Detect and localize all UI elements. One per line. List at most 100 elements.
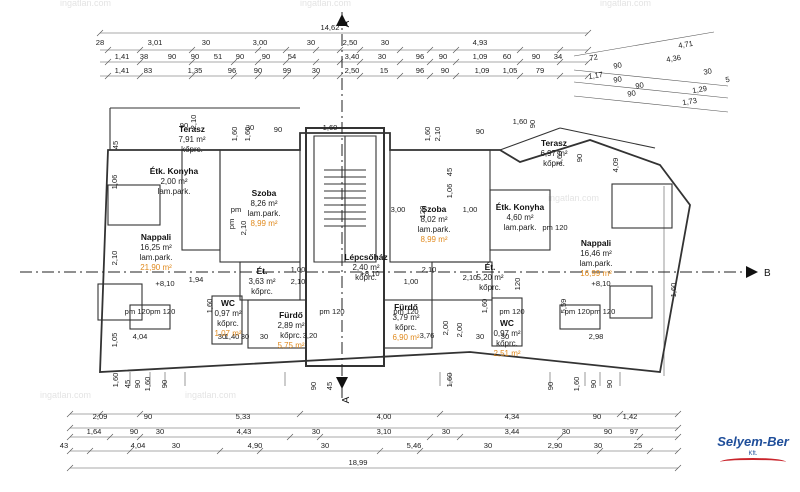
dimension-tick	[86, 447, 94, 455]
dimension-tick	[396, 58, 404, 66]
dimension-tick	[674, 447, 682, 455]
dim-interior: 2,10	[433, 127, 442, 142]
dim-top-row2: 90	[191, 52, 199, 61]
dim-bottom-row2: 30	[562, 427, 570, 436]
dim-top-row3: 79	[536, 66, 544, 75]
room-furdo-left	[247, 299, 307, 349]
dim-top-row2: 90	[236, 52, 244, 61]
room-name: WC	[221, 298, 235, 308]
dim-bottom-row3: 30	[594, 441, 602, 450]
dimension-tick	[426, 433, 434, 441]
dim-interior: 30	[476, 332, 484, 341]
logo-swoosh	[720, 458, 786, 466]
dim-top-row3: 99	[283, 66, 291, 75]
dim-interior: 1,60	[669, 283, 678, 298]
dim-interior: 90	[160, 380, 169, 388]
dim-interior: 90	[476, 127, 484, 136]
dim-top-row2: 54	[288, 52, 296, 61]
dimension-tick	[636, 433, 644, 441]
company-logo: Selyem-Ber Kft.	[712, 434, 794, 466]
dim-top-row3: 90	[254, 66, 262, 75]
room-detail: 3,63 m²	[248, 277, 275, 286]
watermark: ingatlan.com	[600, 0, 651, 8]
dim-interior: +8,10	[360, 269, 379, 278]
room-name: Étk. Konyha	[496, 201, 545, 212]
room-area-net: 8,99 m²	[250, 219, 277, 228]
dimension-tick	[336, 46, 344, 54]
room-detail: kőprc.	[496, 339, 518, 348]
dim-interior: 1,94	[189, 275, 204, 284]
dim-bottom-row3: 25	[634, 441, 642, 450]
wall-block	[181, 149, 221, 251]
dim-interior: 1,00	[291, 265, 306, 274]
dim-top-row1: 30	[307, 38, 315, 47]
dimension-tick	[96, 29, 104, 37]
room-name: Fürdő	[279, 310, 303, 320]
stairwell-inner	[313, 135, 377, 263]
room-name: Nappali	[581, 238, 611, 248]
room-name: Fürdő	[394, 302, 418, 312]
dimension-tick	[104, 46, 112, 54]
dimension-lines	[66, 29, 729, 472]
dim-interior: pm 120	[319, 307, 344, 316]
dim-interior: 1,60	[555, 151, 564, 166]
dimension-tick	[136, 433, 144, 441]
dim-interior: 30	[218, 332, 226, 341]
dim-top-row1: 3,00	[253, 38, 268, 47]
furniture	[609, 285, 653, 319]
dim-interior: 1,06	[110, 175, 119, 190]
dim-interior: 90	[546, 382, 555, 390]
dim-right-row2: 1,29	[692, 84, 708, 95]
room-et-right	[431, 261, 493, 301]
dim-interior: 1,05	[110, 333, 119, 348]
dim-bottom-row1: 2,09	[93, 412, 108, 421]
dimension-tick	[256, 447, 264, 455]
dimension-tick	[254, 72, 262, 80]
room-area-net: 2,51 m²	[493, 349, 520, 358]
dim-interior: 90	[589, 380, 598, 388]
dim-top-row2: 30	[378, 52, 386, 61]
dimension-tick	[230, 72, 238, 80]
dim-interior: 1,60	[445, 373, 454, 388]
dim-top-row1: 3,01	[148, 38, 163, 47]
room-area-net: 16,99 m²	[580, 269, 612, 278]
dim-interior: 2,10	[463, 273, 478, 282]
dim-interior: 1,60	[0, 0, 7, 2]
dim-interior: pm	[227, 219, 236, 230]
dim-top-row2: 90	[262, 52, 270, 61]
dim-interior: 1,60	[230, 127, 239, 142]
dim-top-row3: 1,35	[188, 66, 203, 75]
watermark: ingatlan.com	[185, 390, 236, 400]
dim-interior: 2,98	[589, 332, 604, 341]
dimension-tick	[674, 464, 682, 472]
room-detail: kőprc.	[280, 331, 302, 340]
room-detail: kőprc.	[217, 319, 239, 328]
dimension-tick	[296, 410, 304, 418]
dimension-tick	[356, 72, 364, 80]
dim-interior: 3,20	[303, 331, 318, 340]
walls	[97, 107, 691, 373]
dimension-tick	[282, 58, 290, 66]
room-detail: 0,97 m²	[214, 309, 241, 318]
dim-top-row3: 15	[380, 66, 388, 75]
dim-bottom-row2: 30	[312, 427, 320, 436]
dimension-tick	[674, 410, 682, 418]
dimension-tick	[312, 46, 320, 54]
dim-top-row2: 34	[554, 52, 562, 61]
dimension-tick	[556, 433, 564, 441]
watermark-layer: ingatlan.comingatlan.comingatlan.cominga…	[40, 0, 651, 400]
dimension-tick	[96, 410, 104, 418]
dim-interior: 30	[260, 332, 268, 341]
dimension-line	[573, 95, 729, 113]
dim-top-row1: 30	[381, 38, 389, 47]
room-area-net: 6,90 m²	[392, 333, 419, 342]
dim-interior: 90	[605, 380, 614, 388]
room-detail: kőprc.	[355, 273, 377, 282]
dimension-tick	[584, 58, 592, 66]
room-detail: 3,79 m²	[392, 313, 419, 322]
room-detail: 8,02 m²	[420, 215, 447, 224]
dim-interior: 1,06	[445, 184, 454, 199]
dimension-tick	[516, 58, 524, 66]
dim-top-row3: 96	[228, 66, 236, 75]
